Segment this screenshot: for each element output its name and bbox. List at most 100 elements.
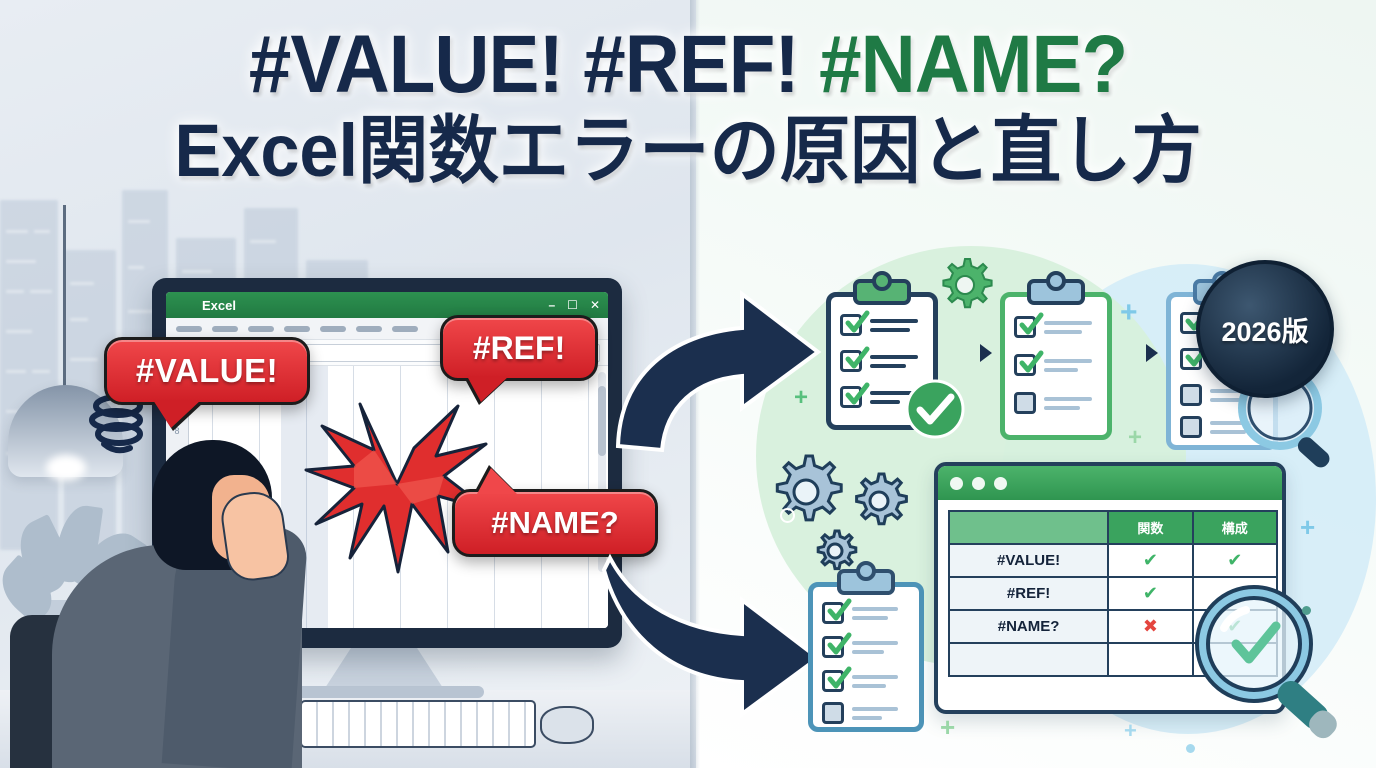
row-label: #NAME?: [947, 609, 1110, 644]
row-label: #REF!: [947, 576, 1110, 611]
checkbox-checked[interactable]: [822, 632, 852, 658]
checklist-clipboard-4: [808, 561, 924, 732]
gear-icon: [855, 472, 908, 526]
ribbon-item[interactable]: [212, 325, 238, 332]
keyboard: [300, 700, 536, 748]
checkbox-unchecked[interactable]: [1014, 392, 1036, 414]
clamp-knob: [872, 271, 892, 291]
checklist-text-lines: [852, 674, 898, 688]
decor-plus-icon: +: [940, 712, 956, 742]
checklist-text-lines: [870, 318, 918, 332]
year-badge: 2026版: [1196, 260, 1334, 398]
checkbox-checked[interactable]: [1180, 344, 1210, 370]
checkbox-checked[interactable]: [822, 598, 852, 624]
flow-arrow-bottom-icon: [601, 553, 822, 718]
checklist-row[interactable]: [822, 666, 898, 692]
checkbox-checked[interactable]: [840, 346, 870, 372]
clamp-knob: [856, 561, 876, 581]
error-bubble-value-label: #VALUE!: [135, 352, 279, 389]
checklist-row[interactable]: [1180, 384, 1254, 406]
row-number: 8: [174, 426, 180, 436]
window-title-bar: [938, 466, 1282, 500]
checkbox-checked[interactable]: [840, 310, 870, 336]
error-bubble-ref-label: #REF!: [472, 329, 566, 366]
maximize-icon[interactable]: ☐: [567, 298, 578, 312]
close-icon[interactable]: ✕: [589, 298, 600, 312]
table-header-row: 関数 構成: [947, 510, 1279, 545]
table-header-blank: [947, 510, 1110, 545]
window-dot[interactable]: [950, 476, 963, 490]
mouse: [540, 706, 594, 744]
checklist-row[interactable]: [1014, 350, 1092, 376]
step-arrow-1-icon: [954, 344, 992, 362]
ribbon-item[interactable]: [284, 325, 310, 332]
window-dot[interactable]: [972, 476, 985, 490]
checklist-row[interactable]: [840, 310, 918, 336]
checklist-text-lines: [852, 706, 898, 720]
ribbon-item[interactable]: [320, 325, 346, 332]
checklist-text-lines: [852, 640, 898, 654]
gear-icon: [775, 454, 843, 522]
magnifier-table-icon: [1195, 585, 1337, 739]
check-icon: [845, 382, 870, 405]
checklist-row[interactable]: [840, 346, 918, 372]
decor-dot: [1302, 606, 1311, 615]
checkbox-checked[interactable]: [822, 666, 852, 692]
checklist-text-lines: [1210, 420, 1254, 434]
scrollbar-thumb[interactable]: [598, 386, 606, 456]
checklist-text-lines: [1044, 358, 1092, 372]
bubble-tail: [477, 468, 517, 494]
decor-dot: [780, 508, 795, 523]
decor-plus-icon: +: [1300, 512, 1316, 542]
row-label: #VALUE!: [947, 543, 1110, 578]
checklist-row[interactable]: [1014, 392, 1092, 414]
checklist-row[interactable]: [840, 382, 914, 408]
ribbon-item[interactable]: [392, 325, 418, 332]
table-header-function: 関数: [1107, 510, 1194, 545]
check-icon: [1019, 350, 1044, 373]
lamp-cord: [63, 205, 66, 390]
checklist-row[interactable]: [822, 632, 898, 658]
checklist-text-lines: [852, 606, 898, 620]
vertical-scrollbar[interactable]: [598, 372, 606, 572]
checkbox-checked[interactable]: [1014, 350, 1044, 376]
year-badge-label: 2026版: [1221, 316, 1309, 347]
checklist-text-lines: [1210, 388, 1254, 402]
ribbon-item[interactable]: [176, 325, 202, 332]
clipboard-clamp: [853, 271, 911, 305]
row-label: [947, 642, 1110, 677]
checklist-row[interactable]: [822, 702, 898, 724]
decor-plus-icon: +: [1124, 718, 1137, 743]
check-icon: [827, 598, 852, 621]
excel-app-title: Excel: [202, 297, 236, 313]
step-arrow-2-icon: [1120, 344, 1158, 362]
check-icon: [845, 310, 870, 333]
checklist-clipboard-1: [826, 271, 938, 430]
clamp-knob: [1046, 271, 1066, 291]
ribbon-item[interactable]: [356, 325, 382, 332]
decor-plus-icon: +: [794, 384, 809, 411]
error-burst-icon: [304, 402, 490, 574]
clipboard-clamp: [1027, 271, 1085, 305]
minimize-icon[interactable]: –: [548, 298, 556, 312]
table-row: #VALUE! ✔ ✔: [947, 543, 1279, 578]
decor-dot: [1186, 744, 1195, 753]
checkbox-checked[interactable]: [840, 382, 870, 408]
check-icon: [827, 666, 852, 689]
checklist-row[interactable]: [1014, 312, 1092, 338]
excel-title-bar: Excel – ☐ ✕: [166, 292, 608, 318]
error-bubble-value: #VALUE!: [104, 337, 310, 428]
window-dot[interactable]: [994, 476, 1007, 490]
ribbon-item[interactable]: [248, 325, 274, 332]
gear-icon: [816, 529, 858, 571]
checkbox-unchecked[interactable]: [1180, 384, 1202, 406]
row-function-mark: ✔: [1107, 543, 1194, 578]
checkbox-unchecked[interactable]: [822, 702, 844, 724]
checkbox-checked[interactable]: [1014, 312, 1044, 338]
checklist-row[interactable]: [1180, 416, 1254, 438]
checkbox-unchecked[interactable]: [1180, 416, 1202, 438]
checklist-row[interactable]: [822, 598, 898, 624]
checklist-text-lines: [870, 354, 918, 368]
checklist-text-lines: [870, 390, 914, 404]
